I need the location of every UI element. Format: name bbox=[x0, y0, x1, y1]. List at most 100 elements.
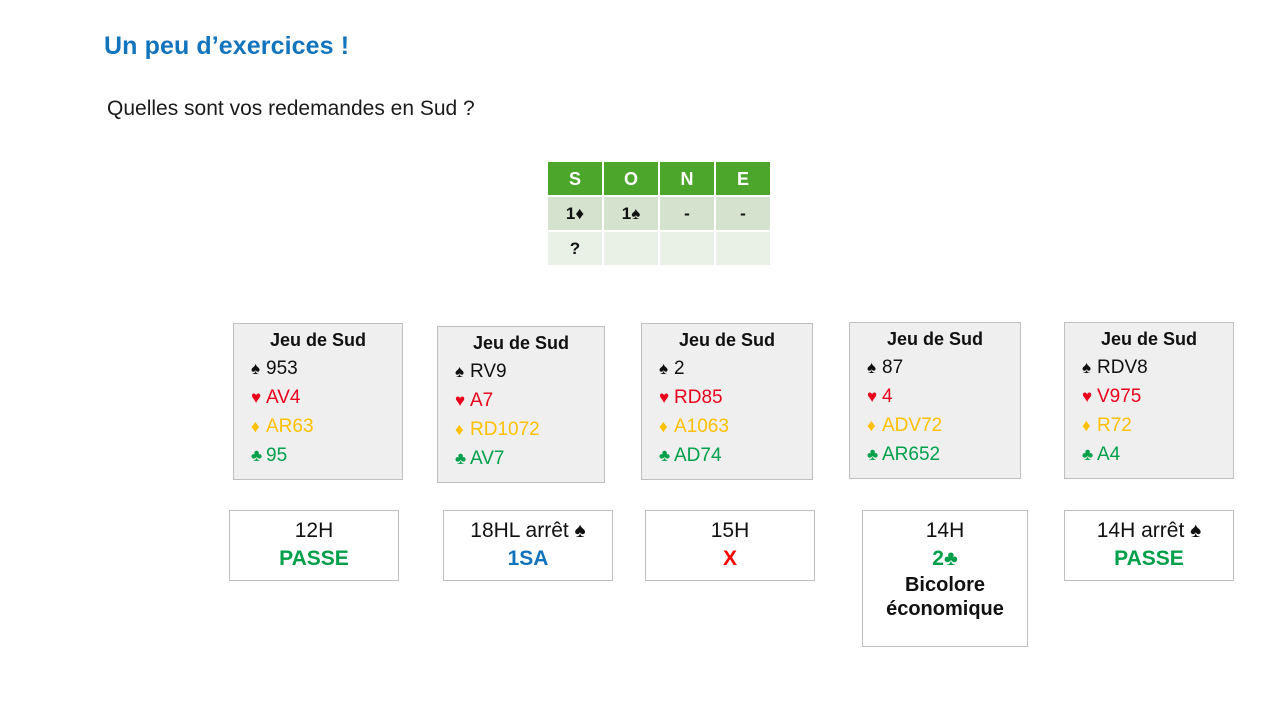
hand-2-spades-line: ♠RV9 bbox=[455, 357, 604, 386]
diamond-icon: ♦ bbox=[867, 415, 876, 435]
hand-box-4: Jeu de Sud ♠87 ♥4 ♦ ADV72 ♣AR652 bbox=[849, 322, 1021, 479]
hand-box-2: Jeu de Sud ♠RV9 ♥A7 ♦RD1072 ♣AV7 bbox=[437, 326, 605, 483]
hand-box-5: Jeu de Sud ♠RDV8 ♥V975 ♦ R72 ♣A4 bbox=[1064, 322, 1234, 479]
hand-5-spades-line: ♠RDV8 bbox=[1082, 353, 1233, 382]
diamond-icon: ♦ bbox=[455, 419, 464, 439]
spade-icon: ♠ bbox=[1082, 357, 1092, 377]
club-icon: ♣ bbox=[251, 445, 263, 465]
hand-3-diamonds-line: ♦ A1063 bbox=[659, 412, 812, 441]
club-icon: ♣ bbox=[455, 448, 467, 468]
hand-2-clubs: AV7 bbox=[470, 447, 505, 469]
diamond-icon: ♦ bbox=[1082, 415, 1091, 435]
answer-2-points: 18HL arrêt ♠ bbox=[470, 519, 586, 542]
answer-2-bid: 1SA bbox=[507, 547, 549, 571]
hand-title-4: Jeu de Sud bbox=[886, 329, 984, 349]
bid-cell-o-1: 1♠ bbox=[604, 197, 658, 230]
bid-cell-s-2: ? bbox=[548, 232, 602, 265]
hand-5-hearts: V975 bbox=[1097, 385, 1142, 407]
hand-3-hearts-line: ♥RD85 bbox=[659, 383, 812, 412]
hand-3-hearts: RD85 bbox=[674, 386, 723, 408]
answer-4-bid: 2♣ bbox=[932, 547, 958, 571]
bidding-table-header-row: S O N E bbox=[548, 162, 770, 195]
page-title: Un peu d’exercices ! bbox=[104, 32, 350, 60]
answer-1-bid: PASSE bbox=[279, 547, 349, 571]
club-icon: ♣ bbox=[659, 445, 671, 465]
heart-icon: ♥ bbox=[455, 390, 466, 410]
bidding-header-n: N bbox=[660, 162, 714, 195]
bidding-header-e: E bbox=[716, 162, 770, 195]
hand-suits-1: ♠953 ♥AV4 ♦ AR63 ♣95 bbox=[234, 354, 402, 470]
club-icon: ♣ bbox=[867, 444, 879, 464]
bidding-header-o: O bbox=[604, 162, 658, 195]
hand-title-3: Jeu de Sud bbox=[678, 330, 776, 350]
bid-cell-o-2 bbox=[604, 232, 658, 265]
answer-1-points: 12H bbox=[294, 519, 334, 542]
hand-1-diamonds: AR63 bbox=[266, 415, 314, 437]
hand-5-spades: RDV8 bbox=[1097, 356, 1148, 378]
hand-4-clubs-line: ♣AR652 bbox=[867, 440, 1020, 469]
bidding-table: S O N E 1♦ 1♠ - - ? bbox=[546, 160, 772, 267]
answer-box-3: 15H X bbox=[645, 510, 815, 581]
hand-suits-3: ♠2 ♥RD85 ♦ A1063 ♣AD74 bbox=[642, 354, 812, 470]
hand-4-diamonds-line: ♦ ADV72 bbox=[867, 411, 1020, 440]
hand-3-clubs-line: ♣AD74 bbox=[659, 441, 812, 470]
hand-4-hearts-line: ♥4 bbox=[867, 382, 1020, 411]
page-subtitle: Quelles sont vos redemandes en Sud ? bbox=[107, 97, 475, 120]
hand-2-clubs-line: ♣AV7 bbox=[455, 444, 604, 473]
hand-3-diamonds: A1063 bbox=[674, 415, 729, 437]
hand-box-3: Jeu de Sud ♠2 ♥RD85 ♦ A1063 ♣AD74 bbox=[641, 323, 813, 480]
answer-3-bid: X bbox=[722, 547, 737, 571]
hand-1-hearts-line: ♥AV4 bbox=[251, 383, 402, 412]
hand-1-clubs-line: ♣95 bbox=[251, 441, 402, 470]
diamond-icon: ♦ bbox=[251, 416, 260, 436]
answer-box-4: 14H 2♣ Bicolore économique bbox=[862, 510, 1028, 647]
hand-title-1: Jeu de Sud bbox=[269, 330, 367, 350]
hand-1-clubs: 95 bbox=[266, 444, 288, 466]
hand-4-hearts: 4 bbox=[882, 385, 893, 407]
bidding-row-2: ? bbox=[548, 232, 770, 265]
heart-icon: ♥ bbox=[251, 387, 262, 407]
answer-3-points: 15H bbox=[710, 519, 750, 542]
answer-box-2: 18HL arrêt ♠ 1SA bbox=[443, 510, 613, 581]
bid-cell-e-2 bbox=[716, 232, 770, 265]
bid-cell-n-2 bbox=[660, 232, 714, 265]
answer-box-5: 14H arrêt ♠ PASSE bbox=[1064, 510, 1234, 581]
hand-4-diamonds: ADV72 bbox=[882, 414, 943, 436]
hand-1-spades: 953 bbox=[266, 357, 298, 379]
hand-suits-4: ♠87 ♥4 ♦ ADV72 ♣AR652 bbox=[850, 353, 1020, 469]
hand-2-hearts-line: ♥A7 bbox=[455, 386, 604, 415]
answer-4-points: 14H bbox=[925, 519, 965, 542]
hand-box-1: Jeu de Sud ♠953 ♥AV4 ♦ AR63 ♣95 bbox=[233, 323, 403, 480]
hand-4-spades-line: ♠87 bbox=[867, 353, 1020, 382]
bid-cell-s-1: 1♦ bbox=[548, 197, 602, 230]
hand-3-spades: 2 bbox=[674, 357, 685, 379]
heart-icon: ♥ bbox=[1082, 386, 1093, 406]
spade-icon: ♠ bbox=[455, 361, 465, 381]
answer-box-1: 12H PASSE bbox=[229, 510, 399, 581]
answer-5-bid: PASSE bbox=[1114, 547, 1184, 571]
bid-cell-n-1: - bbox=[660, 197, 714, 230]
hand-4-spades: 87 bbox=[882, 356, 904, 378]
hand-3-spades-line: ♠2 bbox=[659, 354, 812, 383]
hand-title-5: Jeu de Sud bbox=[1100, 329, 1198, 349]
hand-3-clubs: AD74 bbox=[674, 444, 722, 466]
spade-icon: ♠ bbox=[867, 357, 877, 377]
hand-4-clubs: AR652 bbox=[882, 443, 941, 465]
hand-2-diamonds: RD1072 bbox=[470, 418, 540, 440]
heart-icon: ♥ bbox=[867, 386, 878, 406]
hand-1-diamonds-line: ♦ AR63 bbox=[251, 412, 402, 441]
answer-4-note: Bicolore économique bbox=[886, 574, 1004, 621]
hand-1-hearts: AV4 bbox=[266, 386, 301, 408]
hand-5-hearts-line: ♥V975 bbox=[1082, 382, 1233, 411]
spade-icon: ♠ bbox=[251, 358, 261, 378]
hand-1-spades-line: ♠953 bbox=[251, 354, 402, 383]
hand-suits-5: ♠RDV8 ♥V975 ♦ R72 ♣A4 bbox=[1065, 353, 1233, 469]
bidding-header-s: S bbox=[548, 162, 602, 195]
hand-5-clubs: A4 bbox=[1097, 443, 1121, 465]
hand-5-clubs-line: ♣A4 bbox=[1082, 440, 1233, 469]
hand-5-diamonds-line: ♦ R72 bbox=[1082, 411, 1233, 440]
diamond-icon: ♦ bbox=[659, 416, 668, 436]
hand-5-diamonds: R72 bbox=[1097, 414, 1132, 436]
heart-icon: ♥ bbox=[659, 387, 670, 407]
